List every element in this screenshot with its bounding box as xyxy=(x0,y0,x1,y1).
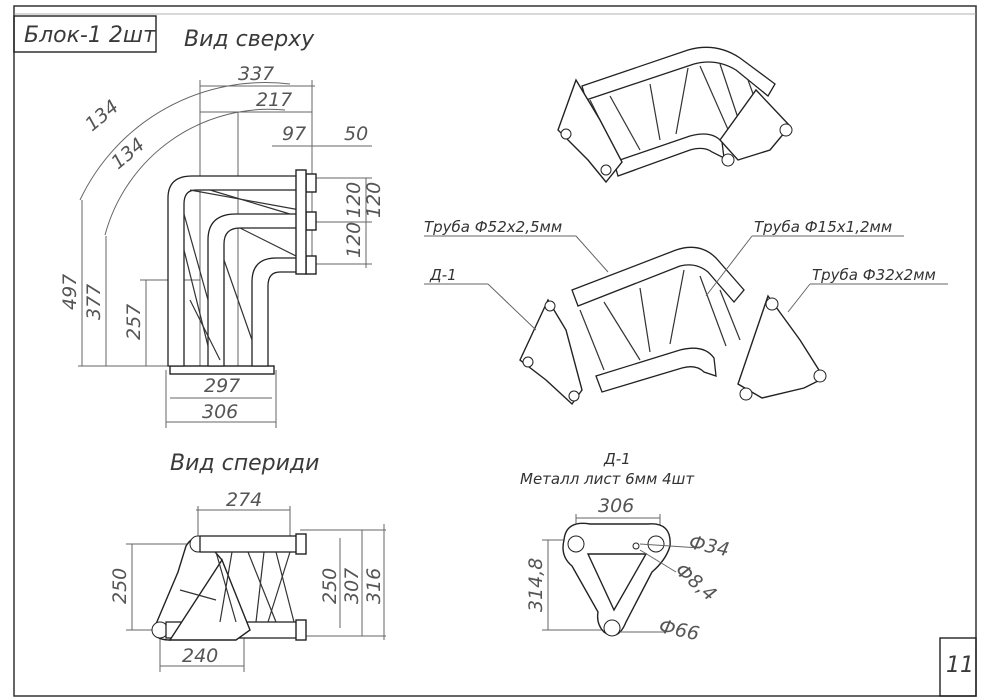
front-view-truss xyxy=(151,533,307,641)
iso1-plate-hole-c xyxy=(779,123,793,137)
top-view: Вид сверху 134 134 337 217 97 50 120 120… xyxy=(59,27,385,428)
callout-main-tube: Труба Ф52х2,5мм xyxy=(424,218,562,236)
dim-316: 316 xyxy=(363,568,385,604)
callout-plate: Д-1 xyxy=(429,266,457,284)
iso1-main-tube-b xyxy=(613,133,725,177)
plate-hole-bottom xyxy=(603,619,621,637)
top-view-title: Вид сверху xyxy=(184,27,315,52)
front-view: Вид спериди 274 240 250 250 307 316 xyxy=(109,451,386,672)
dim-120-b: 120 xyxy=(343,222,365,258)
iso1-plate-left xyxy=(557,78,623,184)
front-tube-top xyxy=(199,535,299,553)
leader-hole-small xyxy=(639,549,677,573)
top-view-bracing xyxy=(183,189,301,361)
dim-250-right: 250 xyxy=(319,568,341,604)
radius-outer-label: 134 xyxy=(81,96,123,136)
plate-detail: Д-1 Металл лист 6мм 4шт 306 314,8 Ф34 Ф8… xyxy=(520,450,731,645)
dim-plate-height: 314,8 xyxy=(525,558,547,612)
iso2-main-tube-a xyxy=(571,246,745,307)
radius-arc-outer xyxy=(79,82,291,201)
plate-hole-left xyxy=(567,535,585,553)
iso1-plate-hole-a xyxy=(560,128,572,140)
dim-plate-width: 306 xyxy=(598,495,634,517)
iso2-plate-hole-f xyxy=(765,297,779,311)
callout-plate-arrow xyxy=(487,283,537,331)
radius-arc-inner xyxy=(104,108,286,236)
dim-307: 307 xyxy=(341,568,363,604)
iso1-plate-right xyxy=(719,88,791,161)
top-view-truss xyxy=(167,169,317,375)
end-stub-1 xyxy=(305,173,317,193)
iso2-main-tube-b xyxy=(595,347,717,393)
iso2-plate-right xyxy=(737,294,826,399)
iso2-plate-hole-c xyxy=(544,300,556,312)
iso1-main-tube-a xyxy=(581,46,776,101)
iso-view-top xyxy=(557,46,793,184)
dim-50: 50 xyxy=(344,123,368,145)
dim-240: 240 xyxy=(182,645,218,667)
dim-306: 306 xyxy=(202,401,238,423)
plate-hole-right xyxy=(647,535,665,553)
dim-274: 274 xyxy=(226,489,262,511)
dim-97: 97 xyxy=(282,123,306,145)
iso1-bracing xyxy=(589,63,765,161)
iso2-plate-hole-e xyxy=(739,387,753,401)
title-block-label: Блок-1 2шт xyxy=(24,23,157,48)
iso1-plate-hole-d xyxy=(721,153,735,167)
sheet-number-frame xyxy=(939,637,977,697)
iso2-plate-hole-b xyxy=(568,390,580,402)
iso1-plate-hole-b xyxy=(600,164,612,176)
dim-377: 377 xyxy=(83,284,105,320)
iso-view-exploded: Труба Ф52х2,5мм Труба Ф15х1,2мм Труба Ф3… xyxy=(424,218,948,406)
dim-outer: Ф66 xyxy=(657,615,701,645)
callout-end-tube: Труба Ф32х2мм xyxy=(812,266,936,284)
dim-250-left: 250 xyxy=(109,568,131,604)
end-stub-3 xyxy=(305,255,317,275)
title-block-frame xyxy=(13,15,157,53)
radius-inner-label: 134 xyxy=(107,134,149,174)
front-view-bracing xyxy=(179,551,295,623)
iso2-plate-hole-a xyxy=(522,356,534,368)
front-stub-bottom xyxy=(295,619,307,641)
callout-brace-arrow xyxy=(705,235,753,297)
front-stub-top xyxy=(295,533,307,555)
plate-detail-subtitle: Металл лист 6мм 4шт xyxy=(520,470,695,488)
plate-cutout xyxy=(586,553,648,612)
sheet-border xyxy=(13,5,977,697)
dim-217: 217 xyxy=(256,89,292,111)
iso2-plate-hole-d xyxy=(813,369,827,383)
dim-hole-small: Ф8,4 xyxy=(671,559,721,606)
dim-497: 497 xyxy=(59,274,81,310)
dim-297: 297 xyxy=(204,375,240,397)
front-plate-bottom xyxy=(168,558,251,641)
dim-120-a: 120 xyxy=(343,182,365,218)
iso2-plate-left xyxy=(519,298,583,406)
sheet-number: 11 xyxy=(946,653,974,678)
plate-hole-small xyxy=(632,542,640,550)
front-view-title: Вид спериди xyxy=(170,451,319,476)
callout-end-arrow xyxy=(787,283,811,313)
callout-brace-tube: Труба Ф15х1,2мм xyxy=(754,218,892,236)
iso2-bracing xyxy=(579,269,741,371)
dim-120-c: 120 xyxy=(363,182,385,218)
plate-detail-title: Д-1 xyxy=(603,450,631,468)
dim-337: 337 xyxy=(238,63,274,85)
dim-hole-large: Ф34 xyxy=(687,531,731,561)
callout-main-tube-arrow xyxy=(575,235,609,273)
leader-hole-large xyxy=(639,543,701,549)
truss-base-plate xyxy=(169,365,275,375)
dim-257: 257 xyxy=(123,304,145,340)
end-plate xyxy=(295,169,307,275)
end-stub-2 xyxy=(305,211,317,231)
